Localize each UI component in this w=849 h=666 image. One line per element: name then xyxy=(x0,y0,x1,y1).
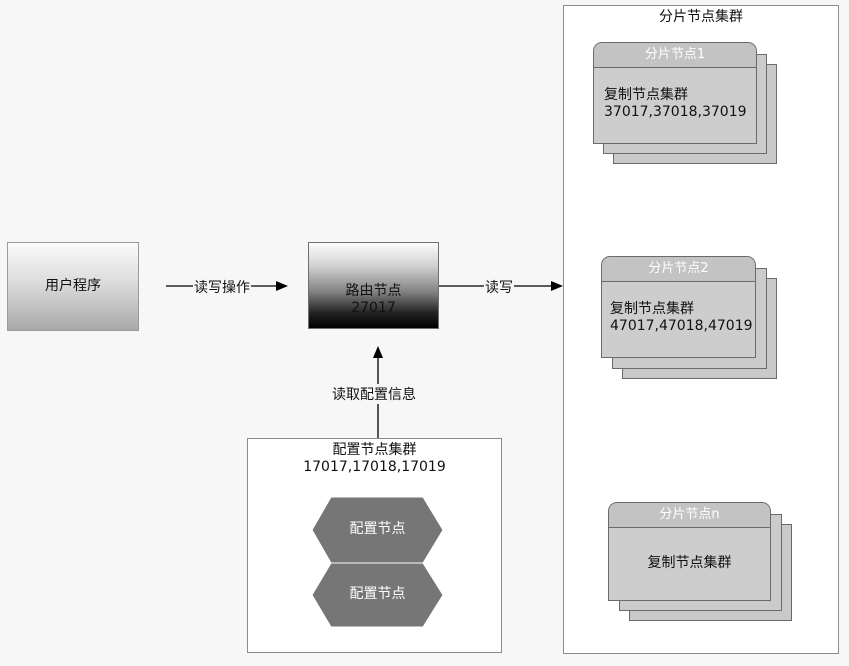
shard-2-title: 分片节点2 xyxy=(602,257,755,282)
user-program-label: 用户程序 xyxy=(45,278,101,294)
arrowhead-to-shards xyxy=(551,281,563,291)
config-cluster-ports: 17017,17018,17019 xyxy=(303,459,446,475)
shard-1-title: 分片节点1 xyxy=(594,43,756,68)
config-cluster-title: 配置节点集群 xyxy=(332,442,417,458)
config-node-label-2: 配置节点 xyxy=(349,586,406,602)
router-node-title: 路由节点 xyxy=(345,282,402,299)
shard-1-body-title: 复制节点集群 xyxy=(604,87,688,103)
shard-cluster-title: 分片节点集群 xyxy=(659,9,743,25)
shard-n-body-title: 复制节点集群 xyxy=(647,555,732,571)
router-node-box[interactable]: 路由节点 27017 xyxy=(308,242,439,329)
arrowhead-to-router xyxy=(276,281,288,291)
shard-1-card[interactable]: 分片节点1 复制节点集群 37017,37018,37019 xyxy=(593,42,757,144)
shard-1-ports: 37017,37018,37019 xyxy=(604,104,747,120)
edge-label-user-to-router: 读写操作 xyxy=(193,277,251,297)
shard-2-body-title: 复制节点集群 xyxy=(610,301,694,317)
shard-n-title: 分片节点n xyxy=(609,503,770,528)
edge-label-config-to-router: 读取配置信息 xyxy=(331,384,417,404)
user-program-box[interactable]: 用户程序 xyxy=(7,242,139,331)
config-node-label-1: 配置节点 xyxy=(349,521,406,537)
shard-2-ports: 47017,47018,47019 xyxy=(610,318,753,334)
router-node-port: 27017 xyxy=(351,299,396,316)
shard-2-card[interactable]: 分片节点2 复制节点集群 47017,47018,47019 xyxy=(601,256,756,358)
shard-n-card[interactable]: 分片节点n 复制节点集群 xyxy=(608,502,771,601)
edge-label-router-to-shards: 读写 xyxy=(484,277,514,297)
arrowhead-up-to-router xyxy=(373,346,383,358)
config-node-hexagon-2[interactable] xyxy=(311,562,444,628)
